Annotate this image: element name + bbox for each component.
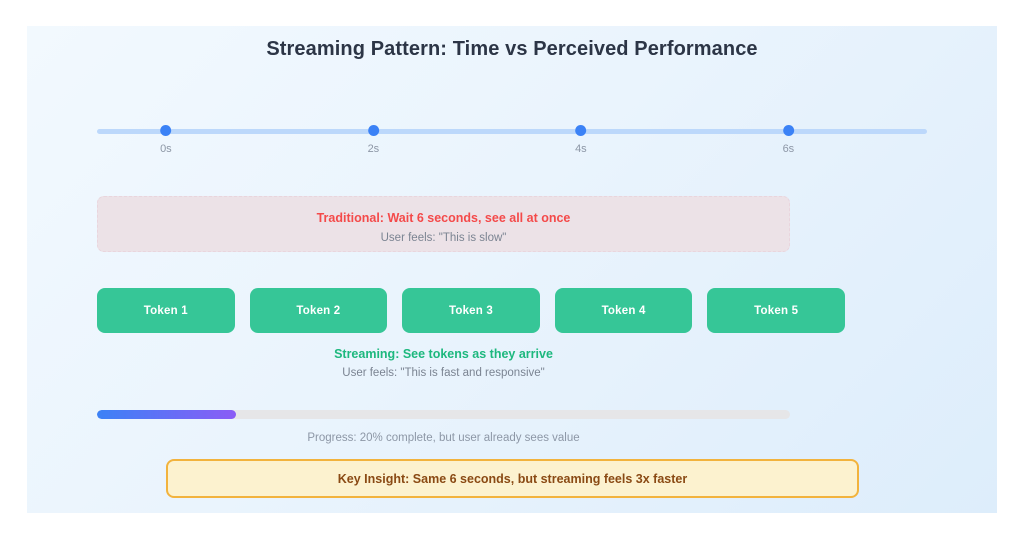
timeline-tick-label: 0s [160, 143, 172, 155]
token-row: Token 1 Token 2 Token 3 Token 4 Token 5 [97, 288, 845, 333]
page-title: Streaming Pattern: Time vs Perceived Per… [266, 38, 758, 60]
timeline-dot-icon [160, 125, 172, 136]
timeline-track [97, 129, 927, 134]
key-insight-text: Key Insight: Same 6 seconds, but streami… [337, 471, 688, 486]
diagram-canvas: Streaming Pattern: Time vs Perceived Per… [27, 26, 997, 513]
timeline-tick-2[interactable]: 4s [575, 124, 587, 155]
token-card[interactable]: Token 5 [707, 288, 845, 333]
token-card[interactable]: Token 3 [402, 288, 540, 333]
progress-bar[interactable] [97, 410, 790, 419]
streaming-subtitle: User feels: "This is fast and responsive… [342, 367, 545, 379]
timeline-tick-label: 2s [367, 143, 380, 155]
streaming-title: Streaming: See tokens as they arrive [334, 347, 553, 361]
token-card[interactable]: Token 4 [554, 288, 693, 333]
timeline-dot-icon [367, 125, 379, 136]
timeline-tick-3[interactable]: 6s [782, 124, 795, 155]
timeline-tick-0[interactable]: 0s [160, 124, 172, 155]
token-card[interactable]: Token 2 [249, 288, 388, 333]
key-insight-panel: Key Insight: Same 6 seconds, but streami… [166, 459, 859, 498]
timeline-dot-icon [782, 125, 794, 136]
timeline-dot-icon [575, 125, 587, 136]
traditional-subtitle: User feels: "This is slow" [380, 232, 507, 244]
timeline-tick-label: 4s [575, 143, 587, 155]
progress-caption: Progress: 20% complete, but user already… [307, 432, 580, 444]
traditional-panel: Traditional: Wait 6 seconds, see all at … [97, 196, 790, 252]
timeline-tick-label: 6s [782, 143, 795, 155]
token-card[interactable]: Token 1 [97, 288, 235, 333]
timeline-tick-1[interactable]: 2s [367, 124, 380, 155]
traditional-title: Traditional: Wait 6 seconds, see all at … [316, 211, 571, 225]
progress-bar-fill [97, 410, 236, 419]
timeline: 0s 2s 4s 6s [97, 124, 927, 164]
